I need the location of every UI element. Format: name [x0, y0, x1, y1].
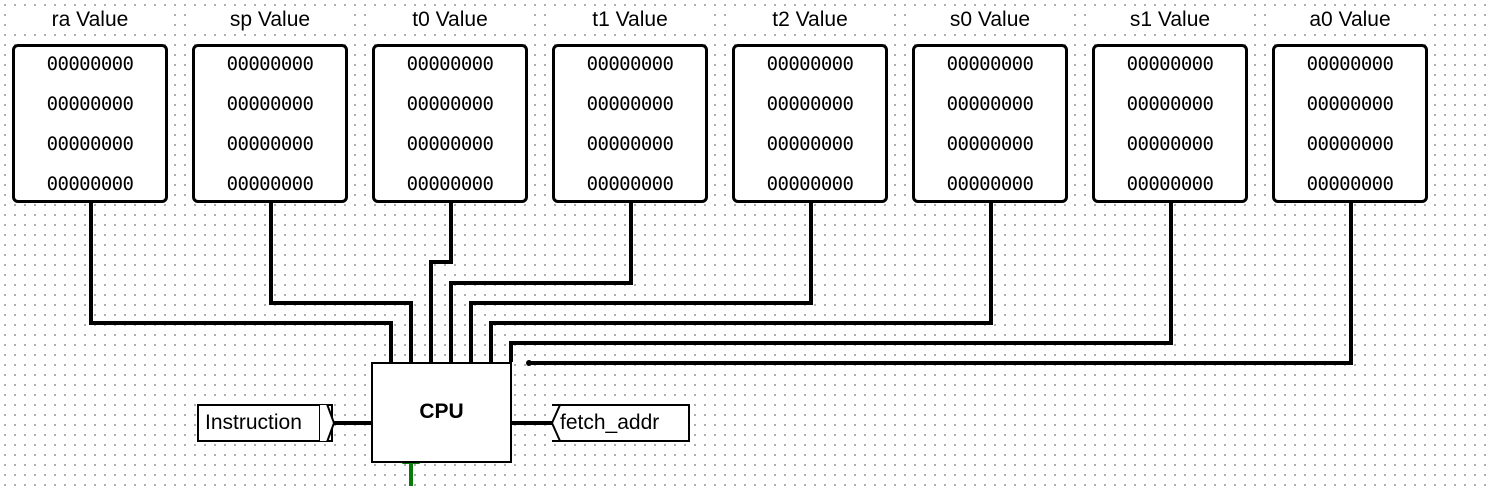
- register-value-box: 00000000 00000000 00000000 00000000: [192, 44, 348, 203]
- register-value-row: 00000000: [586, 173, 674, 195]
- register-value-row: 00000000: [766, 93, 854, 115]
- register-value-row: 00000000: [586, 53, 674, 75]
- register-value-row: 00000000: [46, 133, 134, 155]
- register-value-box: 00000000 00000000 00000000 00000000: [1092, 44, 1248, 203]
- register-label: ra Value: [10, 8, 170, 32]
- cpu-label: CPU: [419, 400, 464, 423]
- fetch-addr-output-pin[interactable]: fetch_addr: [552, 404, 690, 442]
- cpu-block[interactable]: CPU: [371, 362, 512, 463]
- register-value-row: 00000000: [766, 53, 854, 75]
- register-value-box: 00000000 00000000 00000000 00000000: [12, 44, 168, 203]
- wire-s0: [489, 200, 993, 362]
- register-value-row: 00000000: [946, 53, 1034, 75]
- register-label: a0 Value: [1270, 8, 1430, 32]
- instruction-input-pin[interactable]: Instruction: [197, 404, 333, 442]
- register-value-row: 00000000: [1306, 53, 1394, 75]
- register-value-row: 00000000: [406, 173, 494, 195]
- register-value-row: 00000000: [406, 93, 494, 115]
- register-value-row: 00000000: [946, 93, 1034, 115]
- register-value-row: 00000000: [1126, 53, 1214, 75]
- fetch-addr-pin-arrow: [550, 404, 561, 442]
- wire-ra: [89, 200, 393, 362]
- wire-sp: [269, 200, 413, 362]
- register-value-box: 00000000 00000000 00000000 00000000: [732, 44, 888, 203]
- register-value-row: 00000000: [46, 53, 134, 75]
- register-label: sp Value: [190, 8, 350, 32]
- register-value-box: 00000000 00000000 00000000 00000000: [912, 44, 1068, 203]
- register-value-row: 00000000: [1126, 93, 1214, 115]
- register-value-row: 00000000: [586, 93, 674, 115]
- register-value-row: 00000000: [1306, 173, 1394, 195]
- fetch-addr-pin-label: fetch_addr: [560, 411, 660, 434]
- register-value-row: 00000000: [46, 173, 134, 195]
- register-label: t2 Value: [730, 8, 890, 32]
- register-value-box: 00000000 00000000 00000000 00000000: [372, 44, 528, 203]
- register-value-row: 00000000: [946, 173, 1034, 195]
- register-value-row: 00000000: [766, 173, 854, 195]
- register-value-row: 00000000: [1126, 173, 1214, 195]
- register-label: t1 Value: [550, 8, 710, 32]
- register-value-row: 00000000: [226, 93, 314, 115]
- instruction-pin-label: Instruction: [205, 411, 302, 434]
- register-value-row: 00000000: [46, 93, 134, 115]
- instruction-pin-arrow: [319, 404, 335, 442]
- register-value-row: 00000000: [406, 133, 494, 155]
- wire-t1: [449, 200, 633, 362]
- wire-t2: [469, 200, 813, 362]
- register-label: s0 Value: [910, 8, 1070, 32]
- register-value-row: 00000000: [406, 53, 494, 75]
- register-label: s1 Value: [1090, 8, 1250, 32]
- register-value-row: 00000000: [1306, 93, 1394, 115]
- register-value-row: 00000000: [946, 133, 1034, 155]
- register-value-row: 00000000: [226, 133, 314, 155]
- register-value-row: 00000000: [1306, 133, 1394, 155]
- register-value-row: 00000000: [586, 133, 674, 155]
- register-value-row: 00000000: [226, 53, 314, 75]
- register-value-box: 00000000 00000000 00000000 00000000: [552, 44, 708, 203]
- wire-a0: [529, 200, 1353, 365]
- register-value-box: 00000000 00000000 00000000 00000000: [1272, 44, 1428, 203]
- register-label: t0 Value: [370, 8, 530, 32]
- register-value-row: 00000000: [226, 173, 314, 195]
- register-value-row: 00000000: [766, 133, 854, 155]
- wire-t0: [429, 200, 453, 362]
- register-value-row: 00000000: [1126, 133, 1214, 155]
- wire-s1: [509, 200, 1173, 362]
